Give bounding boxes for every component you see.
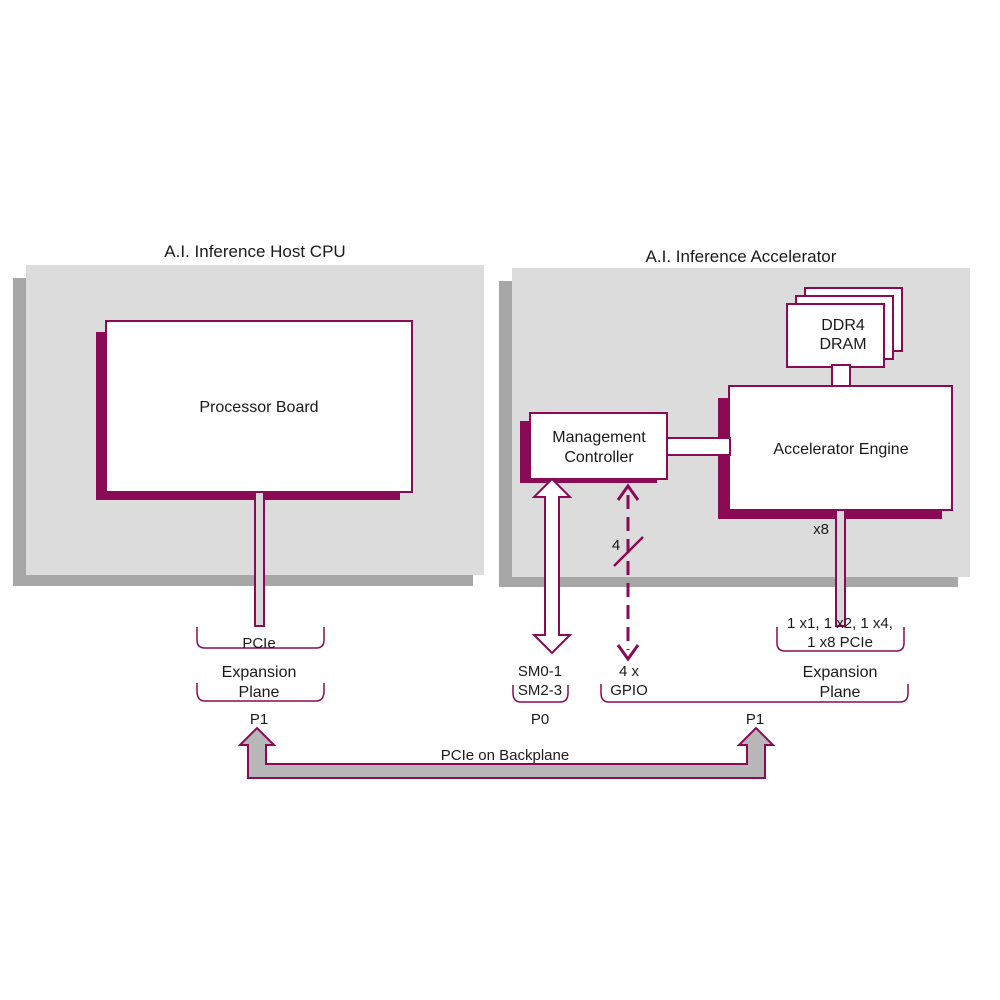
host-expansion-label: Expansion — [222, 664, 297, 681]
management-label-line2: Controller — [564, 449, 634, 466]
accel-pcie-line2: 1 x8 PCIe — [807, 634, 873, 651]
processor-board: Processor Board — [96, 320, 413, 500]
gpio-label-line2: GPIO — [610, 682, 648, 699]
gpio-width-label: 4 — [612, 537, 620, 554]
gpio-arrow: 4 — [612, 483, 644, 662]
engine-lanes-label: x8 — [813, 521, 829, 538]
accelerator-engine: Accelerator Engine — [718, 385, 953, 519]
sm-bus-arrow — [531, 477, 573, 655]
management-controller-box — [529, 412, 668, 480]
ddr4-label-line2: DRAM — [819, 336, 866, 353]
gpio-arrowhead-top — [616, 483, 640, 501]
backplane-link-arrow — [237, 726, 776, 779]
ddr4-outline — [786, 303, 885, 368]
ddr4-label-line1: DDR4 — [821, 317, 865, 334]
backplane-label: PCIe on Backplane — [441, 747, 569, 764]
management-label-line1: Management — [552, 429, 646, 446]
accel-plane-label: Plane — [820, 684, 861, 701]
accelerator-engine-box — [728, 385, 953, 511]
gpio-label-line1: 4 x — [619, 663, 640, 680]
sm-bracket — [512, 685, 569, 703]
accel-expansion-label: Expansion — [803, 664, 878, 681]
host-bracket-top — [196, 627, 325, 649]
accel-p1-bracket — [600, 684, 909, 703]
port-p0-label: P0 — [531, 711, 549, 728]
processor-board-label: Processor Board — [199, 399, 318, 416]
dram-engine-link — [831, 364, 851, 388]
accelerator-title: A.I. Inference Accelerator — [646, 247, 837, 266]
accelerator-engine-label: Accelerator Engine — [773, 441, 908, 458]
host-bracket-bottom — [196, 683, 325, 702]
mgmt-engine-link — [666, 437, 731, 456]
management-controller: Management Controller — [520, 412, 668, 483]
host-pcie-link — [254, 491, 265, 627]
host-expansion-pcie: PCIe — [242, 635, 275, 652]
host-plane-label: Plane — [239, 684, 280, 701]
host-port-p1: P1 — [250, 711, 268, 728]
processor-board-box — [105, 320, 413, 493]
engine-pcie-link — [835, 509, 846, 627]
host-title: A.I. Inference Host CPU — [164, 242, 345, 261]
sm-label-line1: SM0-1 — [518, 663, 562, 680]
gpio-arrowhead-bottom — [616, 644, 640, 662]
accel-pcie-line1: 1 x1, 1 x2, 1 x4, — [787, 615, 893, 632]
ddr4-dram-stack: DDR4 DRAM — [786, 287, 903, 368]
sm-label-line2: SM2-3 — [518, 682, 562, 699]
gpio-bus-slash — [613, 536, 644, 567]
accel-port-p1: P1 — [746, 711, 764, 728]
accel-pcie-bracket — [776, 627, 905, 652]
